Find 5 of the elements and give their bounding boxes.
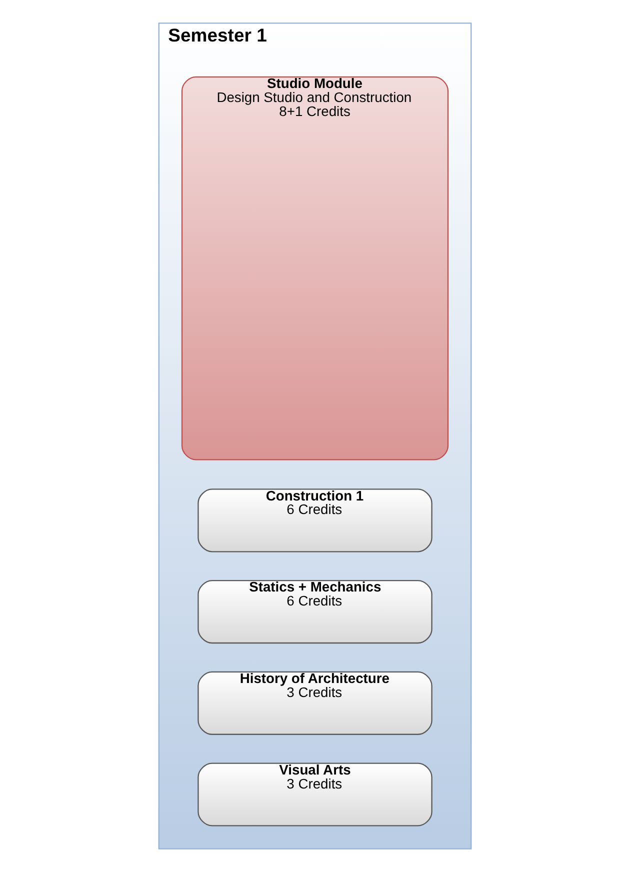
node-box: Construction 1 6 Credits (197, 488, 432, 552)
node-box: Studio Module Design Studio and Construction 8+1 Credits (180, 76, 448, 460)
node-box: History of Architecture 3 Credits (197, 670, 432, 734)
node-box: Visual Arts 3 Credits (197, 762, 432, 826)
node-box: Statics + Mechanics 6 Credits (197, 579, 432, 644)
